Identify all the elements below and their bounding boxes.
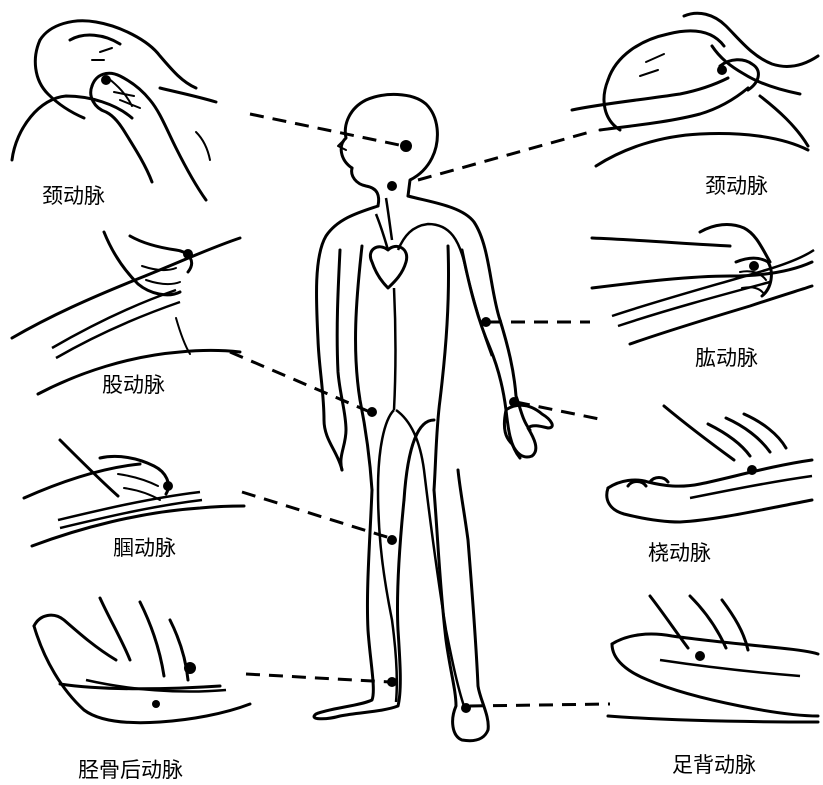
leader-carotid-right: [418, 132, 590, 180]
label-posterior-tibial: 胫骨后动脉: [78, 758, 183, 782]
central-figure: [314, 94, 552, 740]
leader-radial: [516, 402, 604, 420]
leader-lines: [230, 114, 610, 706]
label-carotid-left: 颈动脉: [42, 184, 105, 208]
posterior-tibial-illustration: [34, 598, 250, 723]
label-popliteal: 腘动脉: [113, 536, 176, 560]
leader-popliteal: [242, 492, 390, 538]
leader-femoral: [230, 352, 370, 412]
radial-illustration: [607, 406, 812, 522]
femoral-illustration: [12, 232, 240, 394]
carotid-point-left: [400, 140, 412, 152]
dorsalis-pedis-illustration: [608, 596, 818, 722]
label-radial: 桡动脉: [648, 541, 711, 565]
carotid-right-illustration: [572, 13, 818, 166]
leader-posterior-tibial: [246, 674, 390, 682]
brachial-illustration: [592, 225, 814, 344]
label-dorsalis-pedis: 足背动脉: [672, 753, 756, 777]
label-femoral: 股动脉: [102, 373, 165, 397]
popliteal-point: [387, 535, 397, 545]
leader-carotid-left: [250, 114, 404, 146]
popliteal-illustration: [24, 440, 244, 546]
label-brachial: 肱动脉: [695, 346, 758, 370]
carotid-left-illustration: [12, 21, 216, 200]
label-carotid-right: 颈动脉: [705, 174, 768, 198]
carotid-point-neck: [387, 181, 397, 191]
dorsalis-pedis-point: [461, 703, 471, 713]
leader-dorsalis-pedis: [470, 704, 610, 706]
